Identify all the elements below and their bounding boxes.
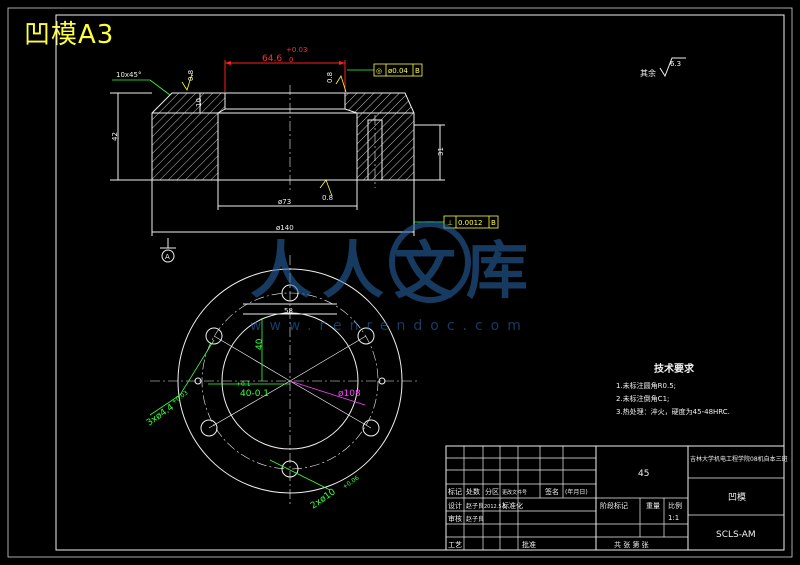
tb-header-3: 更改文件号: [502, 489, 527, 496]
tol-flatness-symbol: ⊥: [447, 219, 453, 227]
chamfer-label: 10x45°: [116, 71, 141, 79]
stage-label: 阶段标记: [600, 501, 628, 510]
watermark: 人人文库 www.renrendoc.com: [250, 221, 538, 334]
pin-tol-label: +0.06: [341, 474, 360, 490]
inner-step-label: 10: [195, 98, 203, 107]
section-view: 64.6 +0.03 0 10x45° 0.8 0.8 0.8 ◎ ø0.04 …: [110, 46, 499, 263]
requirements-heading: 技术要求: [654, 362, 695, 375]
rough-left-label: 0.8: [187, 70, 195, 81]
tol-concentricity-datum: B: [415, 67, 420, 75]
sheet-label: 共 张 第 张: [614, 540, 649, 549]
top-diameter-label: 64.6: [262, 54, 282, 64]
dim-40-horizontal-label: 40-0.1: [240, 389, 269, 399]
title-block: 45 吉林大学机电工程学院08机自本三班 凹模 SCLS-AM 1:1 阶段标记…: [445, 445, 788, 551]
tb-header-4: 签名: [545, 487, 559, 496]
rough-right-label: 0.8: [326, 72, 334, 83]
weight-label: 重量: [646, 502, 660, 510]
plan-inner-circle: [221, 312, 359, 450]
tb-design-2: 2012.5.1: [484, 504, 506, 510]
dim-tol-small-label: +0.1: [236, 381, 251, 388]
tol-flatness-datum: B: [491, 219, 496, 227]
height-right-label: 31: [437, 147, 445, 156]
surface-finish-rest: 其余 6.3: [640, 57, 686, 78]
tb-process-0: 工艺: [448, 541, 462, 549]
bore-diameter-label: ø73: [278, 198, 291, 206]
inner-frame: [55, 14, 785, 551]
tb-header-0: 标记: [448, 487, 462, 496]
pin-hole-right: [378, 377, 386, 385]
rest-finish-value: 6.3: [670, 60, 681, 68]
plan-outer-circle: [177, 268, 403, 494]
drawing-title: 凹模A3: [24, 20, 115, 50]
top-tol-lower: 0: [289, 56, 293, 64]
technical-requirements: 技术要求 1.未标注圆角R0.5; 2.未标注倒角C1; 3.热处理：淬火，硬度…: [616, 362, 730, 416]
plan-pitch-circle: [201, 292, 379, 470]
bolt-holes: [200, 284, 380, 478]
datum-a-circle: [161, 249, 175, 263]
tb-header-2: 分区: [485, 487, 499, 496]
requirement-item-2: 2.未标注倒角C1;: [616, 394, 669, 403]
tb-header-5: (年月日): [565, 488, 588, 496]
requirement-item-1: 1.未标注圆角R0.5;: [616, 381, 676, 390]
material-label: 45: [638, 469, 649, 479]
holes-label: 3xø4.4: [145, 402, 176, 428]
tol-box-flatness: [443, 215, 499, 229]
outer-diameter-label: ø140: [276, 224, 294, 232]
watermark-logo-ring: [389, 221, 471, 303]
datum-a-label: A: [165, 253, 170, 261]
tb-design-0: 设计: [448, 501, 462, 510]
scale-label: 比例: [668, 501, 682, 510]
dim-58-label: 58: [284, 307, 293, 315]
watermark-brand: 人人文库: [250, 234, 538, 307]
drawing-number-label: SCLS-AM: [716, 530, 756, 540]
school-label: 吉林大学机电工程学院08机自本三班: [690, 455, 788, 463]
tb-check-0: 审核: [448, 514, 462, 523]
tb-header-1: 处数: [466, 487, 480, 496]
watermark-url: www.renrendoc.com: [250, 318, 529, 334]
pitch-diameter-label: ø108: [338, 389, 361, 399]
tol-concentricity-value: ø0.04: [388, 67, 408, 75]
requirement-item-3: 3.热处理：淬火，硬度为45-48HRC.: [616, 407, 730, 416]
part-name-label: 凹模: [728, 492, 746, 503]
rest-finish-label: 其余: [640, 68, 656, 78]
dim-40-vertical-label: 40: [255, 338, 265, 350]
tol-concentricity-symbol: ◎: [376, 67, 382, 75]
height-left-label: 42: [111, 132, 119, 141]
rough-bottom-label: 0.8: [322, 194, 333, 202]
outer-frame: [7, 7, 793, 558]
scale-value: 1:1: [668, 514, 679, 522]
tb-check-1: 赵子良: [466, 515, 484, 523]
section-left-body: [151, 92, 226, 181]
tb-design-1: 赵子良: [466, 502, 484, 510]
tb-process-2: 批准: [522, 540, 536, 549]
top-tol-upper: +0.03: [286, 46, 307, 54]
tol-flatness-value: 0.0012: [458, 219, 483, 227]
pin-hole-left: [194, 377, 202, 385]
section-right-body: [344, 92, 415, 181]
tol-box-concentricity: [373, 63, 423, 77]
tb-design-3: 标准化: [502, 501, 523, 510]
